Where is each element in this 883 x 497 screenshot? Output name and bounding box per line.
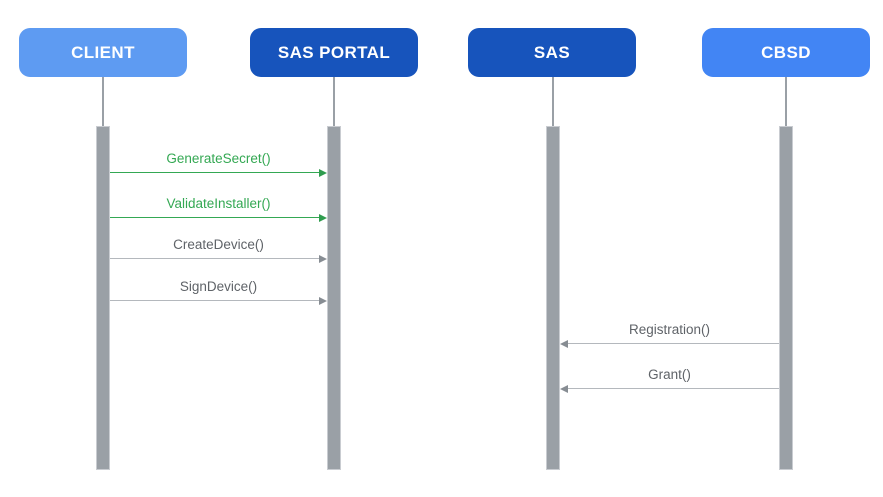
arrow-line [110, 216, 321, 219]
message-registration: Registration() [560, 322, 779, 348]
arrow-line [110, 299, 321, 302]
arrowhead-left-icon [560, 384, 568, 393]
message-arrow [560, 339, 779, 348]
arrow-line [110, 257, 321, 260]
actor-box-sas-portal: SAS PORTAL [250, 28, 418, 77]
message-label: ValidateInstaller() [166, 196, 271, 211]
message-arrow [110, 296, 327, 305]
message-arrow [560, 384, 779, 393]
message-arrow [110, 168, 327, 177]
message-sign-device: SignDevice() [110, 279, 327, 305]
actor-box-sas: SAS [468, 28, 636, 77]
activation-bar-cbsd [779, 126, 793, 470]
message-arrow [110, 254, 327, 263]
message-generate-secret: GenerateSecret() [110, 151, 327, 177]
lifeline-sas [552, 77, 554, 127]
message-create-device: CreateDevice() [110, 237, 327, 263]
activation-bar-sas [546, 126, 560, 470]
message-arrow [110, 213, 327, 222]
arrow-line [566, 387, 779, 390]
actor-box-client: CLIENT [19, 28, 187, 77]
arrowhead-right-icon [319, 168, 327, 177]
lifeline-client [102, 77, 104, 127]
message-validate-installer: ValidateInstaller() [110, 196, 327, 222]
arrowhead-right-icon [319, 296, 327, 305]
arrowhead-left-icon [560, 339, 568, 348]
arrow-line [566, 342, 779, 345]
message-grant: Grant() [560, 367, 779, 393]
message-label: GenerateSecret() [166, 151, 271, 166]
actor-label-cbsd: CBSD [761, 42, 811, 62]
arrowhead-right-icon [319, 213, 327, 222]
actor-label-client: CLIENT [71, 42, 135, 62]
message-label: Registration() [628, 322, 711, 337]
actor-label-sas: SAS [533, 42, 571, 62]
message-label: Grant() [648, 367, 691, 382]
message-label: CreateDevice() [173, 237, 264, 252]
arrow-line [110, 171, 321, 174]
lifeline-sas-portal [333, 77, 335, 127]
activation-bar-sas-portal [327, 126, 341, 470]
actor-label-sas-portal: SAS PORTAL [277, 42, 391, 62]
actor-box-cbsd: CBSD [702, 28, 870, 77]
arrowhead-right-icon [319, 254, 327, 263]
activation-bar-client [96, 126, 110, 470]
message-label: SignDevice() [179, 279, 258, 294]
lifeline-cbsd [785, 77, 787, 127]
